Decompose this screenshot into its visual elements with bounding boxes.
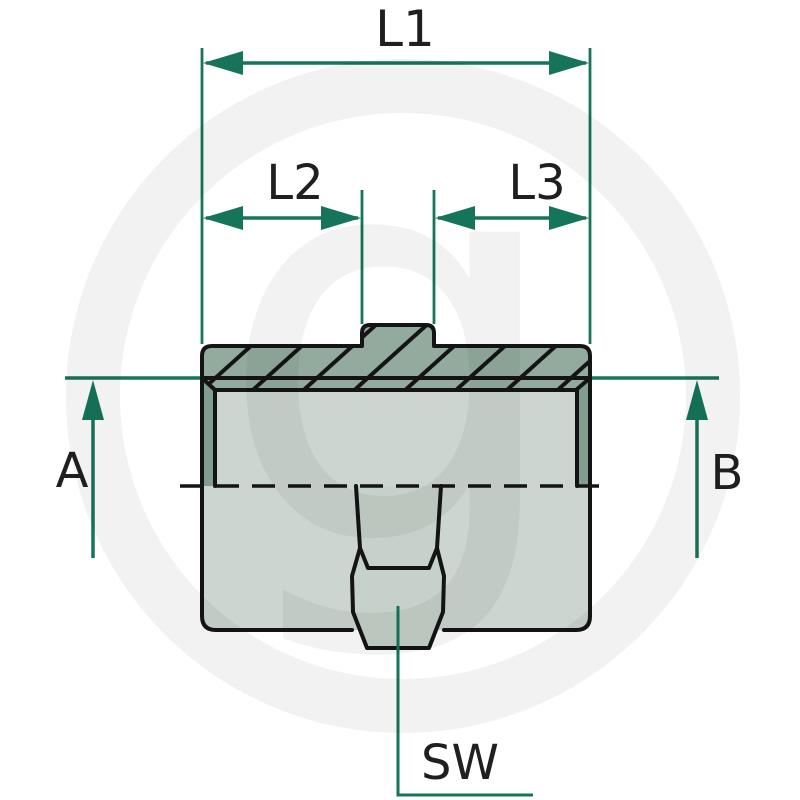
dimension-l3: L3 [435,155,589,230]
recess-strip-right [577,378,590,486]
watermark-g-logo: g [215,19,570,671]
l3-arrow-left [435,206,475,230]
dimension-sw: SW [396,606,533,797]
nut-facet-lines [358,546,439,570]
sw-leader-line [396,606,533,797]
a-arrowhead [82,380,104,420]
b-label: B [711,445,744,501]
recess-strip-left [202,378,215,486]
thread-band-outline [200,323,592,392]
sw-label: SW [421,735,499,791]
watermark-ring [66,59,740,733]
thread-band-hatching [202,325,590,390]
l3-arrow-right [549,206,589,230]
l3-label: L3 [508,155,565,211]
l2-arrow-right [321,206,361,230]
dimensions: L1 L2 L3 A B [56,0,744,797]
dimension-l2: L2 [203,155,361,230]
fitting-body [202,325,590,648]
dimension-a: A [56,376,200,558]
l2-label: L2 [266,155,323,211]
body-outline [200,376,592,632]
l1-arrow-right [549,51,589,75]
l1-arrow-left [203,51,243,75]
a-label: A [56,443,89,499]
brand-watermark: g [66,19,740,733]
dimension-l1: L1 [203,0,589,75]
b-arrowhead [686,380,708,420]
l2-arrow-left [203,206,243,230]
dimension-b: B [592,376,744,558]
l1-label: L1 [375,0,435,58]
